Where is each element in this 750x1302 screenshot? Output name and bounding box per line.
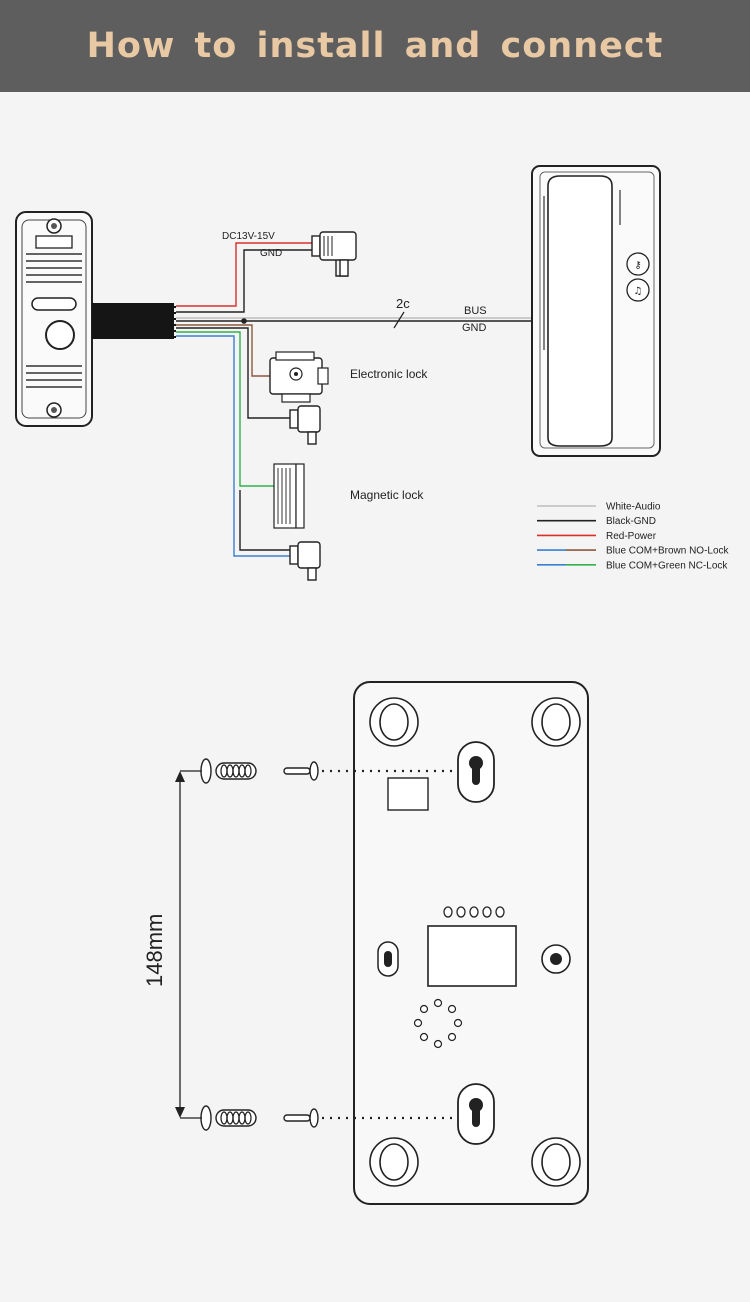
cable-label: 2c	[396, 296, 410, 311]
call-button	[45, 320, 75, 350]
electronic-lock	[269, 351, 329, 403]
page-title: How to install and connect	[86, 26, 664, 66]
keyhole-top	[457, 741, 495, 803]
indoor-monitor: ⚷ ♫	[531, 165, 661, 457]
legend-label: White-Audio	[606, 502, 661, 513]
legend-item: Black-GND	[537, 516, 656, 527]
mounting-plate	[353, 681, 589, 1205]
svg-text:⚷: ⚷	[634, 260, 641, 271]
legend-item: White-Audio	[537, 502, 661, 513]
bell-icon	[626, 278, 650, 302]
handset	[547, 175, 613, 447]
keyhole-bottom	[457, 1083, 495, 1145]
magnetic-lock-label: Magnetic lock	[350, 488, 424, 502]
legend-label: Blue COM+Brown NO-Lock	[606, 546, 730, 557]
speaker-grille	[26, 253, 82, 283]
camera-window	[35, 235, 73, 249]
legend-item: Blue COM+Brown NO-Lock	[537, 546, 730, 557]
power-plug	[311, 231, 357, 277]
key-icon	[626, 252, 650, 276]
wiring	[176, 242, 532, 557]
legend-item: Blue COM+Green NC-Lock	[537, 560, 728, 571]
svg-text:♫: ♫	[634, 286, 643, 297]
bus-gnd-label: GND	[462, 322, 487, 334]
screw-anchor-bottom	[200, 1105, 319, 1131]
electronic-lock-label: Electronic lock	[350, 367, 428, 381]
bus-label: BUS	[464, 305, 487, 317]
magnetic-lock	[273, 463, 305, 529]
lock-plug	[289, 405, 321, 445]
outdoor-panel	[15, 211, 93, 427]
screw-anchor-top	[200, 758, 319, 784]
legend-label: Black-GND	[606, 516, 656, 527]
black-cable	[92, 303, 174, 339]
power-gnd-label: GND	[260, 248, 282, 259]
legend-label: Blue COM+Green NC-Lock	[606, 560, 728, 571]
dimension-label: 148mm	[142, 914, 167, 987]
power-label: DC13V-15V	[222, 231, 275, 242]
legend-item: Red-Power	[537, 531, 657, 542]
header-bar	[0, 0, 750, 92]
dimension-line	[175, 770, 202, 1119]
name-slot	[31, 297, 77, 311]
legend-label: Red-Power	[606, 531, 657, 542]
magnetic-lock-plug	[289, 541, 321, 581]
